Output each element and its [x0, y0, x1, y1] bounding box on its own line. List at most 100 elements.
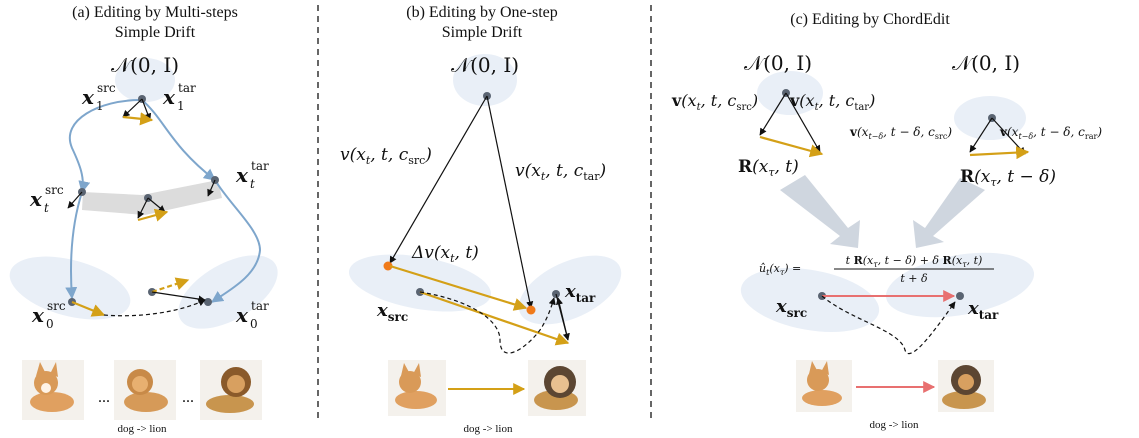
- dashed-path-c: [821, 295, 956, 355]
- x1-tar-label: x tar 1: [162, 81, 196, 113]
- v-src-arrow-t: [67, 191, 83, 209]
- delta-arrow-mid-x0: [151, 277, 190, 294]
- chord-formula: ût(xτ) = t R(xτ, t − δ) + δ R(xτ, t) t +…: [759, 254, 994, 285]
- r-arrow-c-left: [759, 135, 824, 158]
- v-tar-arrow-c: [785, 92, 821, 153]
- v-tar-arrow-1: [141, 98, 152, 121]
- dog-image: [22, 360, 84, 420]
- delta-arrow-x0: [71, 300, 106, 317]
- svg-text:src: src: [97, 81, 116, 95]
- svg-text:tar: tar: [251, 299, 269, 313]
- lion-image: [200, 360, 262, 420]
- dog-image-c: [796, 360, 852, 412]
- svg-text:x: x: [162, 85, 176, 109]
- xt-src-label: x src t: [29, 183, 64, 215]
- v-src-arrow-mid: [137, 197, 149, 219]
- r-label-c-right: R(xτ, t − δ): [960, 167, 1056, 189]
- dog-lion-image: [114, 360, 176, 420]
- dashed-path-b: [419, 291, 556, 354]
- ellipsis-1: ...: [98, 389, 110, 406]
- noise-label-c-left: 𝒩(0, I): [744, 51, 812, 75]
- dog-image-b: [388, 360, 446, 416]
- svg-text:t R(xτ, t − δ) + δ R(xτ, t): t R(xτ, t − δ) + δ R(xτ, t): [846, 254, 983, 269]
- tar-path-top: [141, 99, 216, 181]
- noise-blob-b: [453, 54, 517, 106]
- panel-b: (b) Editing by One-step Simple Drift 𝒩(0…: [340, 4, 622, 435]
- big-arrow-right: [913, 178, 985, 248]
- panel-b-title-line1: (b) Editing by One-step: [406, 4, 558, 21]
- lion-image-b: [528, 360, 586, 416]
- svg-text:ût(xτ) =: ût(xτ) =: [759, 262, 801, 277]
- svg-text:tar: tar: [178, 81, 196, 95]
- svg-text:t: t: [250, 177, 255, 191]
- v-src-label-c: v(xt, t, csrc): [671, 91, 758, 113]
- svg-text:0: 0: [46, 317, 54, 331]
- panel-a-title-line1: (a) Editing by Multi-steps: [72, 4, 238, 21]
- x0-tar-label: x tar 0: [235, 299, 269, 331]
- noise-label: 𝒩(0, I): [111, 53, 179, 77]
- v-src-arrow-1: [122, 98, 143, 118]
- panel-a-title-line2: Simple Drift: [115, 24, 196, 41]
- v-tar-arrow-t: [207, 179, 216, 197]
- v-src-arrow-c: [759, 92, 787, 136]
- noise-label-c-right: 𝒩(0, I): [952, 51, 1020, 75]
- node-src-end-b: [383, 261, 393, 271]
- svg-text:x: x: [31, 303, 45, 327]
- node-tar-end-b: [526, 305, 536, 315]
- delta-v-arrow-b: [389, 264, 528, 311]
- svg-text:0: 0: [250, 317, 258, 331]
- ellipsis-2: ...: [182, 389, 194, 406]
- src-path-bottom: [65, 191, 83, 300]
- delta-arrow-1: [122, 112, 154, 126]
- v-arrow-x0-tar: [151, 291, 206, 303]
- v-src-delta-arrow-c: [969, 117, 993, 153]
- v-tar-arrow-b: [486, 95, 534, 309]
- delta-arrow-mid: [137, 208, 169, 222]
- svg-text:x: x: [81, 85, 95, 109]
- small-arrow-up-b: [555, 297, 569, 341]
- panel-a: (a) Editing by Multi-steps Simple Drift …: [9, 4, 278, 435]
- panel-c-caption: dog -> lion: [870, 419, 919, 431]
- svg-text:t + δ: t + δ: [900, 272, 928, 285]
- v-tar-label-b: v(xt, t, ctar): [515, 161, 606, 183]
- src-blob: [9, 256, 131, 320]
- svg-text:x: x: [235, 303, 249, 327]
- src-path-top: [68, 99, 141, 194]
- svg-text:x: x: [235, 163, 249, 187]
- big-arrow-left: [780, 175, 860, 248]
- panel-c: (c) Editing by ChordEdit 𝒩(0, I) 𝒩(0, I)…: [671, 11, 1102, 431]
- src-blob-c: [740, 268, 880, 332]
- v-tar-label-c: v(xt, t, ctar): [789, 91, 875, 113]
- x0-src-label: x src 0: [31, 299, 66, 331]
- r-arrow-c-right: [969, 146, 1030, 160]
- tar-path-bottom: [211, 179, 262, 303]
- svg-text:tar: tar: [251, 159, 269, 173]
- v-src-label-b: v(xt, t, csrc): [340, 145, 432, 167]
- node-x-tar-c: [956, 292, 964, 300]
- svg-text:1: 1: [96, 99, 104, 113]
- lion-image-c: [938, 360, 994, 412]
- r-label-c-left: R(xτ, t): [738, 157, 799, 179]
- svg-text:x: x: [29, 187, 43, 211]
- noise-blob: [115, 58, 175, 102]
- svg-text:src: src: [45, 183, 64, 197]
- panel-c-title: (c) Editing by ChordEdit: [790, 11, 950, 28]
- v-tar-delta-label-c: v(xt−δ, t − δ, crar): [999, 125, 1102, 141]
- drift-arrow-b: [419, 290, 570, 346]
- x1-src-label: x src 1: [81, 81, 116, 113]
- panel-b-caption: dog -> lion: [464, 423, 513, 435]
- tar-blob-b: [518, 255, 622, 325]
- panel-a-caption: dog -> lion: [118, 423, 167, 435]
- delta-v-label-b: Δv(xt, t): [411, 243, 479, 265]
- xt-tar-label: x tar t: [235, 159, 269, 191]
- drift-band: [82, 180, 222, 215]
- svg-text:1: 1: [177, 99, 185, 113]
- panel-b-title-line2: Simple Drift: [442, 24, 523, 41]
- noise-label-b: 𝒩(0, I): [451, 53, 519, 77]
- node-x0-tar: [204, 298, 212, 306]
- v-src-delta-label-c: v(xt−δ, t − δ, csrc): [849, 125, 952, 141]
- svg-text:t: t: [44, 201, 49, 215]
- svg-text:src: src: [47, 299, 66, 313]
- dashed-path-a: [103, 299, 206, 317]
